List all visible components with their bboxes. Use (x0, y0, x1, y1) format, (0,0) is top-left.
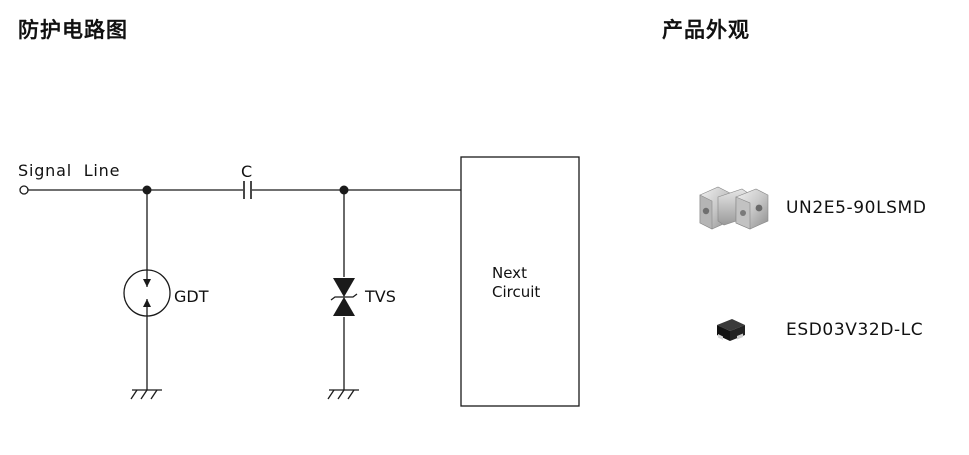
next-circuit-label-line2: Circuit (492, 283, 540, 301)
gdt-arrow-down (143, 279, 151, 287)
product-1-name: UN2E5-90LSMD (786, 198, 927, 218)
capacitor-label: C (241, 162, 252, 181)
gdt-ground-hatch-1 (130, 389, 138, 400)
product-appearance-title: 产品外观 (662, 18, 750, 42)
junction-dot-gdt (142, 185, 152, 195)
tvs-ground-hatch-1 (327, 389, 335, 400)
circuit-section-title: 防护电路图 (18, 18, 128, 42)
tvs-label: TVS (364, 287, 396, 306)
next-circuit-label-line1: Next (492, 264, 527, 282)
gdt-arrow-up (143, 299, 151, 307)
product-2-name: ESD03V32D-LC (786, 320, 924, 340)
esd03v32d-product-image (717, 319, 745, 341)
junction-dot-tvs (339, 185, 349, 195)
tvs-ground-hatch-2 (337, 389, 345, 400)
next-circuit-box (460, 156, 580, 407)
input-terminal (19, 185, 29, 195)
gdt-ground-hatch-3 (150, 389, 158, 400)
tvs-triangle-lower (333, 297, 355, 316)
un2e5-gdt-product-image (699, 186, 769, 230)
gdt-ground-hatch-2 (140, 389, 148, 400)
gdt-label: GDT (174, 287, 209, 306)
tvs-triangle-upper (333, 278, 355, 297)
tvs-ground-hatch-3 (347, 389, 355, 400)
signal-line-label: Signal Line (18, 161, 120, 180)
